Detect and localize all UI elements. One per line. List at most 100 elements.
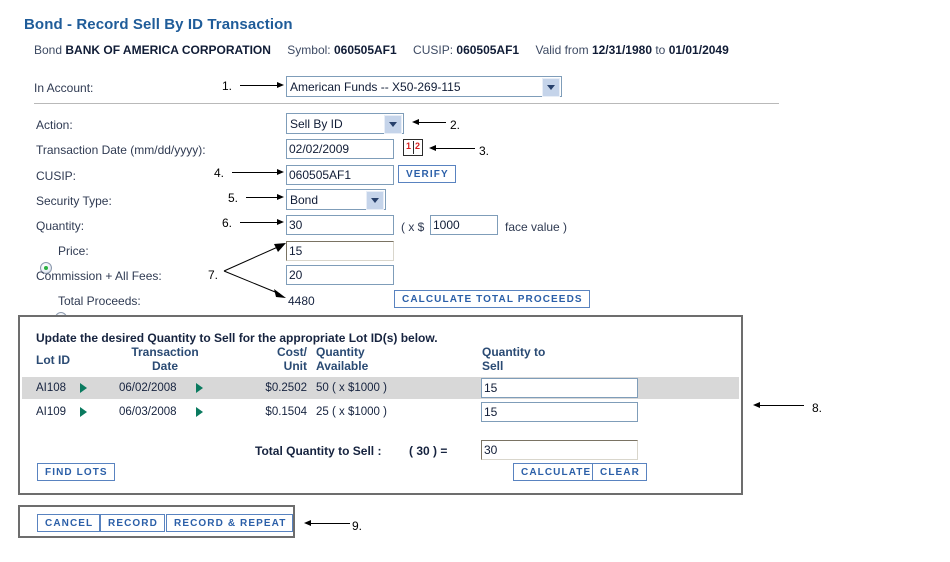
transaction-date-label: Transaction Date (mm/dd/yyyy): <box>36 143 206 157</box>
annotation-8-label: 8. <box>812 401 823 415</box>
find-lots-button[interactable]: FIND LOTS <box>37 463 115 481</box>
lot-id-value: AI109 <box>36 406 67 418</box>
cusip-value: 060505AF1 <box>456 43 520 57</box>
price-label: Price: <box>58 244 89 258</box>
security-header: Bond BANK OF AMERICA CORPORATION Symbol:… <box>34 43 729 57</box>
lot-id-expand-icon[interactable] <box>80 383 87 393</box>
column-quantity-to-sell: Quantity to Sell <box>482 345 545 373</box>
annotation-5-label: 5. <box>228 191 239 205</box>
price-radio[interactable] <box>40 262 52 274</box>
lot-date-expand-icon[interactable] <box>196 407 203 417</box>
lot-quantity-to-sell-input[interactable] <box>481 402 638 422</box>
annotation-9-arrow <box>304 520 350 526</box>
column-cost-unit-line1: Cost/ <box>277 345 307 359</box>
valid-from-label: Valid from <box>535 43 589 57</box>
lot-transaction-date: 06/03/2008 <box>119 406 177 418</box>
action-select[interactable]: Sell By ID <box>286 113 404 134</box>
calendar-digit-2: 2 <box>414 140 420 151</box>
column-transaction-date-line1: Transaction <box>131 345 199 359</box>
annotation-8-arrow <box>753 402 804 408</box>
face-value-prefix: ( x $ <box>401 220 425 234</box>
lot-instruction: Update the desired Quantity to Sell for … <box>36 331 438 345</box>
action-select-wrap[interactable]: Sell By ID <box>286 113 404 134</box>
column-transaction-date-line2: Date <box>151 359 178 373</box>
security-name: BANK OF AMERICA CORPORATION <box>65 43 271 57</box>
valid-from-value: 12/31/1980 <box>591 43 652 57</box>
annotation-1-label: 1. <box>222 79 233 93</box>
column-cost-unit: Cost/ Unit <box>252 345 307 373</box>
total-proceeds-label: Total Proceeds: <box>58 294 141 308</box>
annotation-4-arrow <box>232 169 284 175</box>
column-transaction-date: Transaction Date <box>117 345 213 373</box>
lot-quantity-available: 50 ( x $1000 ) <box>316 382 387 394</box>
cancel-button[interactable]: CANCEL <box>37 514 101 532</box>
cusip-label: CUSIP: <box>413 43 454 57</box>
commission-label: Commission + All Fees: <box>36 269 162 283</box>
record-and-repeat-button[interactable]: RECORD & REPEAT <box>166 514 294 532</box>
annotation-7-label: 7. <box>208 268 219 282</box>
security-type-field-label: Security Type: <box>36 194 112 208</box>
account-select-wrap[interactable]: American Funds -- X50-269-115 <box>286 76 562 97</box>
symbol-label: Symbol: <box>287 43 331 57</box>
column-quantity-available-line2: Available <box>316 359 369 373</box>
lot-quantity-to-sell-input[interactable] <box>481 378 638 398</box>
annotation-6-label: 6. <box>222 216 233 230</box>
total-quantity-paren: ( 30 ) = <box>409 444 448 458</box>
column-quantity-to-sell-line2: Sell <box>482 359 504 373</box>
lot-transaction-date: 06/02/2008 <box>119 382 177 394</box>
action-label: Action: <box>36 118 73 132</box>
account-select[interactable]: American Funds -- X50-269-115 <box>286 76 562 97</box>
price-input[interactable] <box>286 241 394 261</box>
annotation-2-label: 2. <box>450 118 461 132</box>
divider <box>34 103 779 104</box>
face-value-suffix: face value ) <box>505 220 568 234</box>
annotation-1-arrow <box>240 82 284 88</box>
annotation-7-arrows <box>223 243 286 298</box>
account-label: In Account: <box>34 81 94 95</box>
page-title: Bond - Record Sell By ID Transaction <box>24 16 293 33</box>
record-button[interactable]: RECORD <box>100 514 165 532</box>
quantity-label: Quantity: <box>36 219 85 233</box>
annotation-6-arrow <box>240 219 284 225</box>
annotation-4-label: 4. <box>214 166 225 180</box>
column-quantity-available: Quantity Available <box>316 345 368 373</box>
verify-button[interactable]: VERIFY <box>398 165 456 183</box>
annotation-9-label: 9. <box>352 519 363 533</box>
cusip-field-label: CUSIP: <box>36 169 77 183</box>
lot-id-expand-icon[interactable] <box>80 407 87 417</box>
calculate-total-proceeds-button[interactable]: CALCULATE TOTAL PROCEEDS <box>394 290 590 308</box>
annotation-2-arrow <box>412 119 446 125</box>
face-value-input[interactable] <box>430 215 498 235</box>
lot-cost-unit: $0.1504 <box>265 406 307 418</box>
lot-id-value: AI108 <box>36 382 67 394</box>
calendar-picker-icon[interactable]: 1 2 <box>403 139 423 156</box>
lot-date-expand-icon[interactable] <box>196 383 203 393</box>
column-cost-unit-line2: Unit <box>283 359 307 373</box>
clear-button[interactable]: CLEAR <box>592 463 647 481</box>
symbol-value: 060505AF1 <box>333 43 397 57</box>
annotation-3-arrow <box>429 145 475 151</box>
security-type-select[interactable]: Bond <box>286 189 386 210</box>
transaction-date-input[interactable] <box>286 139 394 159</box>
calculate-button[interactable]: CALCULATE <box>513 463 599 481</box>
column-quantity-available-line1: Quantity <box>316 345 365 359</box>
calendar-digit-1: 1 <box>405 140 411 151</box>
valid-to-label: to <box>655 43 666 57</box>
total-proceeds-value: 4480 <box>288 294 315 308</box>
valid-to-value: 01/01/2049 <box>668 43 729 57</box>
cusip-input[interactable] <box>286 165 394 185</box>
annotation-5-arrow <box>246 194 284 200</box>
table-row: AI108 <box>36 382 66 394</box>
annotation-3-label: 3. <box>479 144 490 158</box>
total-quantity-label: Total Quantity to Sell : <box>255 444 382 458</box>
security-type-select-wrap[interactable]: Bond <box>286 189 386 210</box>
total-quantity-input[interactable] <box>481 440 638 460</box>
lot-cost-unit: $0.2502 <box>265 382 307 394</box>
table-row: AI109 <box>36 406 66 418</box>
column-lot-id: Lot ID <box>36 353 70 367</box>
commission-input[interactable] <box>286 265 394 285</box>
quantity-input[interactable] <box>286 215 394 235</box>
lot-quantity-available: 25 ( x $1000 ) <box>316 406 387 418</box>
column-quantity-to-sell-line1: Quantity to <box>482 345 546 359</box>
security-type-label: Bond <box>34 43 63 57</box>
